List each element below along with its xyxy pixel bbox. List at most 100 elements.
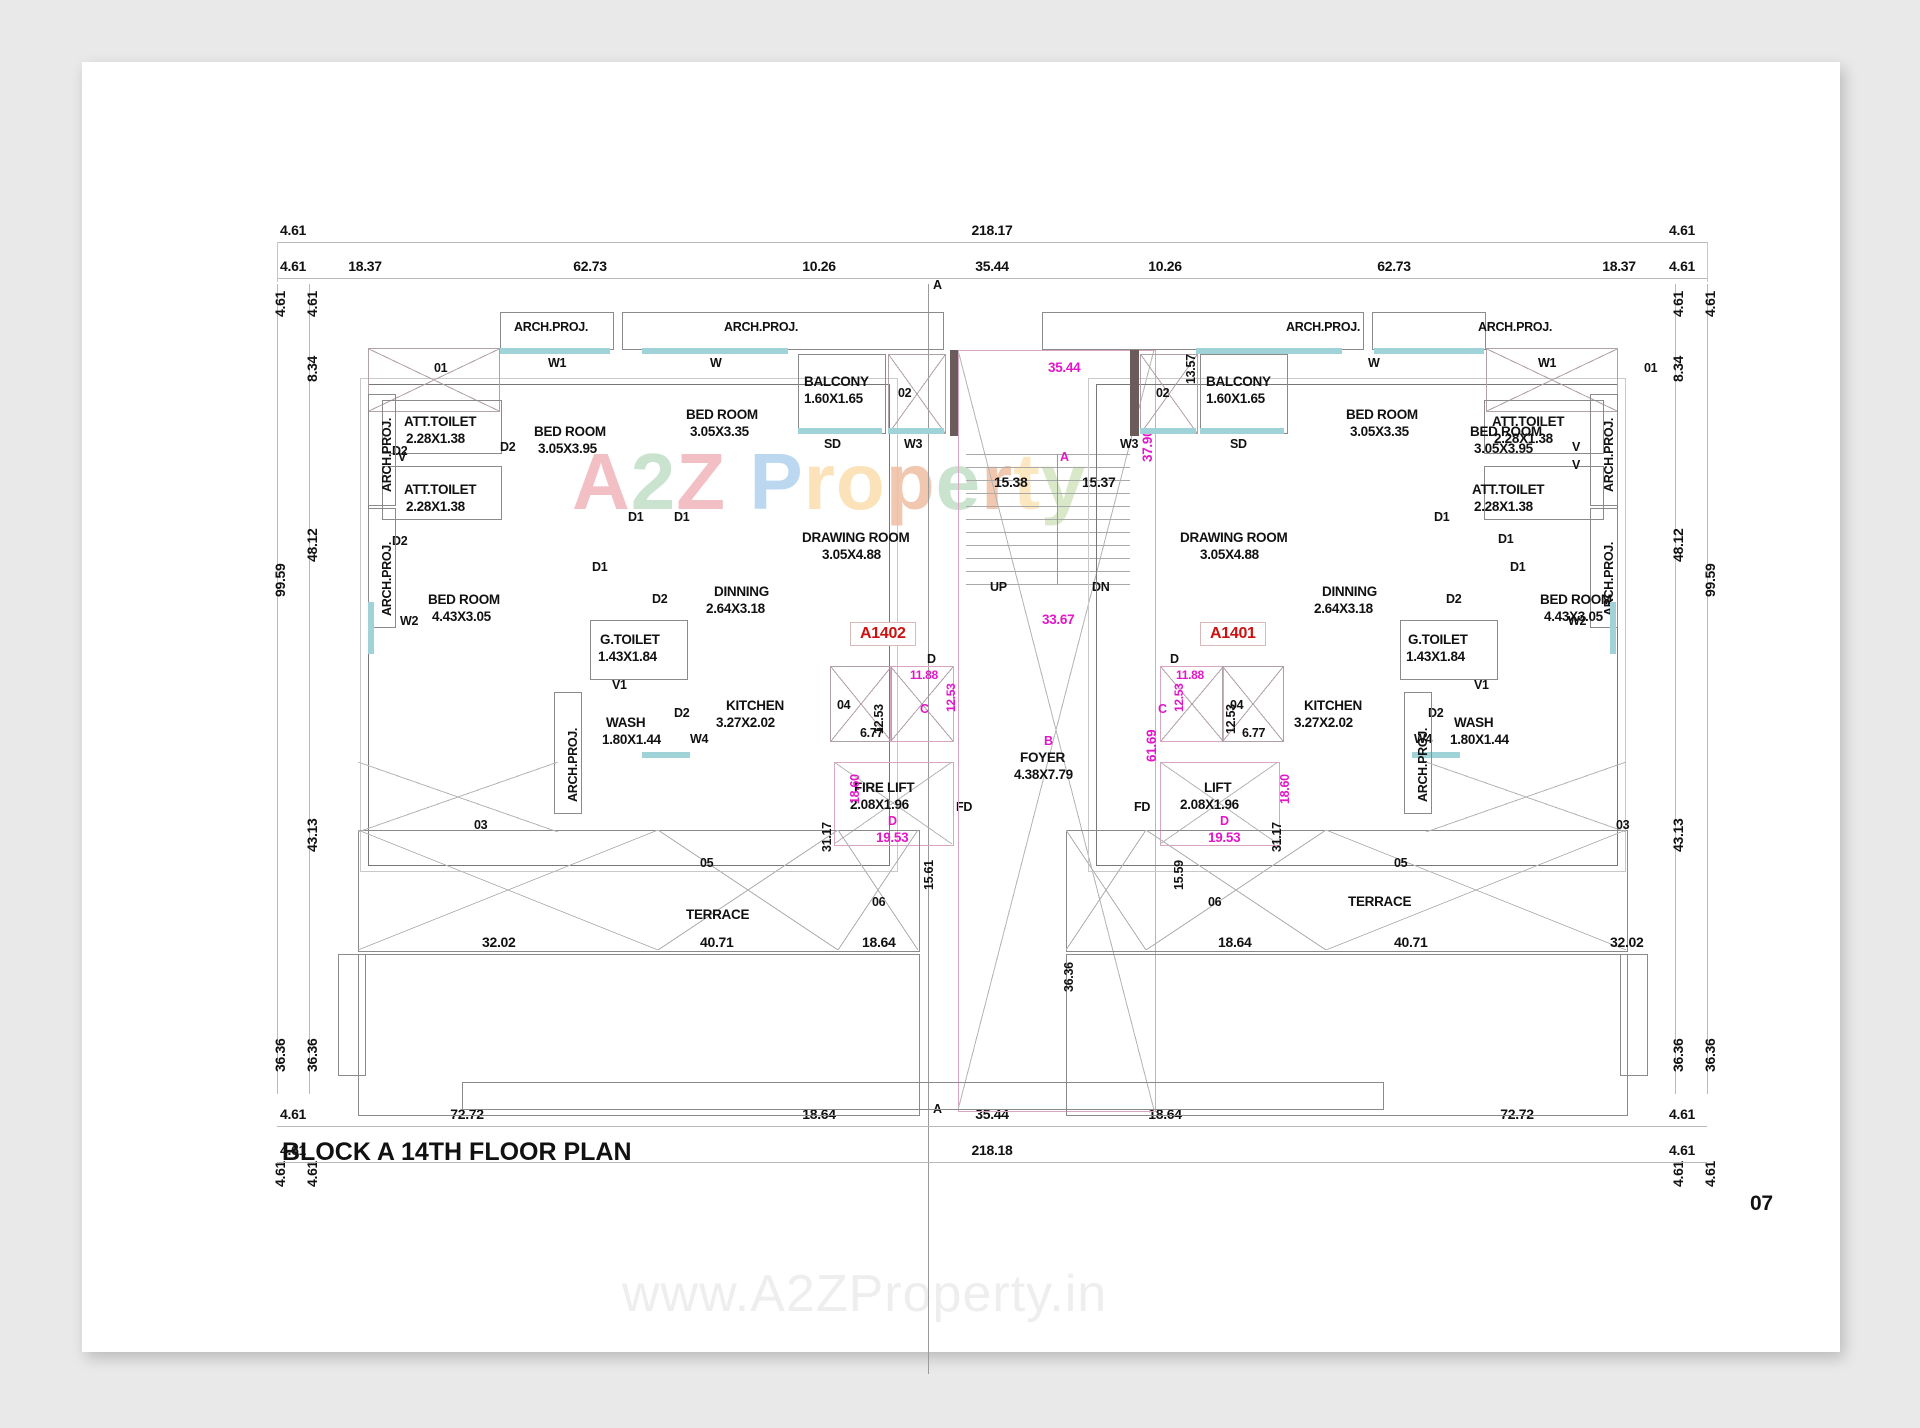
g-toilet-size-left: 1.43X1.84 [598, 649, 657, 664]
dim-top-c7: 18.37 [1602, 258, 1636, 274]
zone-02-right [1140, 354, 1198, 434]
vent-label-v-right-a: V [1572, 440, 1581, 454]
balcony-size-right: 1.60X1.65 [1206, 391, 1265, 406]
arch-proj-v-box-right-3 [1404, 692, 1432, 814]
arch-proj-label-left-2: ARCH.PROJ. [724, 320, 799, 334]
staircase [966, 454, 1130, 585]
bedroom2-size-left: 3.05X3.35 [690, 424, 749, 439]
arch-proj-v-box-right-1 [1590, 394, 1618, 506]
up-label: UP [990, 580, 1007, 594]
att-toilet-name-left-2: ATT.TOILET [404, 482, 477, 497]
page-title: BLOCK A 14TH FLOOR PLAN [282, 1138, 632, 1166]
dim-terrace-right-3: 32.02 [1610, 934, 1644, 950]
arch-proj-label-right-2: ARCH.PROJ. [1478, 320, 1553, 334]
dim-mag-3367: 33.67 [1042, 612, 1075, 627]
bedroom2-name-left: BED ROOM [686, 407, 758, 422]
dim-bottom-c1: 72.72 [450, 1106, 484, 1122]
podium-edge-right [1620, 954, 1648, 1076]
dim-line-bottom-outer [277, 1162, 1707, 1163]
zone-label-03-left: 03 [474, 818, 488, 832]
kitchen-name-left: KITCHEN [726, 698, 784, 713]
door-label-d1-right-c: D1 [1510, 560, 1526, 574]
arch-proj-v-label-left-2: ARCH.PROJ. [380, 541, 394, 616]
unit-code-right[interactable]: A1401 [1200, 622, 1266, 646]
door-label-d2-right-a: D2 [1446, 592, 1462, 606]
terrace-left-x2 [658, 830, 838, 950]
sd-label-left: SD [824, 437, 841, 451]
wash-size-left: 1.80X1.44 [602, 732, 661, 747]
vent-label-v1-right: V1 [1474, 678, 1489, 692]
dim-right-c0: 4.61 [1670, 290, 1686, 317]
duct-box-left-2 [890, 666, 954, 742]
kitchen-name-right: KITCHEN [1304, 698, 1362, 713]
podium-edge-left [338, 954, 366, 1076]
door-label-d2-left-d: D2 [652, 592, 668, 606]
att-toilet-box-right-2 [1484, 466, 1604, 520]
dim-bottom-c3: 35.44 [975, 1106, 1009, 1122]
bedroom1-name-right: BED ROOM [1470, 424, 1542, 439]
dim-stair-left: 15.38 [994, 474, 1028, 490]
zone-label-d-right: D [1220, 814, 1229, 828]
zone-02-left [888, 354, 946, 434]
window-w4-left [642, 752, 690, 758]
window-label-w3-right: W3 [1120, 437, 1139, 451]
door-label-d2-left-e: D2 [674, 706, 690, 720]
window-label-w1-left: W1 [548, 356, 567, 370]
window-w1-left [500, 348, 610, 354]
g-toilet-size-right: 1.43X1.84 [1406, 649, 1465, 664]
dim-terrace-left-2: 40.71 [700, 934, 734, 950]
dim-stair-right: 15.37 [1082, 474, 1116, 490]
zone-label-a-center: A [1060, 450, 1069, 464]
bedroom2-name-right: BED ROOM [1346, 407, 1418, 422]
terrace-right-x1 [1326, 830, 1626, 950]
kitchen-size-right: 3.27X2.02 [1294, 715, 1353, 730]
dim-bottom-outer-left: 4.61 [280, 1142, 307, 1158]
vent-label-v1-left: V1 [612, 678, 627, 692]
dim-right-c2: 48.12 [1670, 528, 1686, 562]
dim-right-o3: 4.61 [1702, 1160, 1718, 1187]
shear-wall-right [1130, 350, 1139, 436]
dim-top-c5: 10.26 [1148, 258, 1182, 274]
unit-code-left[interactable]: A1402 [850, 622, 916, 646]
drawing-room-size-left: 3.05X4.88 [822, 547, 881, 562]
att-toilet-name-right-1: ATT.TOILET [1492, 414, 1565, 429]
bedroom3-name-right: BED ROOM [1540, 592, 1612, 607]
window-label-w4-right: W4 [1414, 732, 1433, 746]
dim-terrace-left-1561: 15.61 [922, 860, 936, 890]
fd-label-right: FD [1134, 800, 1151, 814]
arch-proj-v-box-left-2 [368, 508, 396, 628]
dim-mag-duct-left-1188: 11.88 [910, 668, 938, 682]
dim-line-left-chain [309, 284, 310, 1094]
foyer-size: 4.38X7.79 [1014, 767, 1073, 782]
dim-duct-w-right: 6.77 [1242, 726, 1266, 740]
dim-terrace-left-3117: 31.17 [820, 822, 834, 852]
window-w1-right [1374, 348, 1484, 354]
door-label-d1-left-a: D1 [628, 510, 644, 524]
drawing-room-name-left: DRAWING ROOM [802, 530, 910, 545]
dim-line-bottom-chain [277, 1126, 1707, 1127]
unit-code-right-text: A1401 [1210, 625, 1256, 642]
dim-left-c2: 48.12 [304, 528, 320, 562]
terrace-left-x0 [358, 762, 558, 832]
dim-tick [277, 242, 278, 282]
att-toilet-size-left-1: 2.28X1.38 [406, 431, 465, 446]
arch-proj-v-box-left-3 [554, 692, 582, 814]
att-toilet-size-right-1: 2.28X1.38 [1494, 431, 1553, 446]
door-label-d-left: D [927, 652, 936, 666]
dim-bottom-c5: 72.72 [1500, 1106, 1534, 1122]
zone-label-05-right: 05 [1394, 856, 1408, 870]
fire-lift-name-left: FIRE LIFT [854, 780, 915, 795]
dim-line-left-outer [277, 284, 278, 1094]
att-toilet-name-right-2: ATT.TOILET [1472, 482, 1545, 497]
section-label-a-top: A [933, 278, 942, 292]
dim-right-c5: 4.61 [1670, 1160, 1686, 1187]
g-toilet-box-right [1400, 620, 1498, 680]
kitchen-size-left: 3.27X2.02 [716, 715, 775, 730]
window-w-right [1196, 348, 1342, 354]
dim-left-o2: 36.36 [272, 1038, 288, 1072]
wash-size-right: 1.80X1.44 [1450, 732, 1509, 747]
arch-proj-v-label-right-1: ARCH.PROJ. [1602, 417, 1616, 492]
podium-base-band [462, 1082, 1384, 1110]
zone-label-b-center: B [1044, 734, 1053, 748]
unit-code-left-text: A1402 [860, 625, 906, 642]
